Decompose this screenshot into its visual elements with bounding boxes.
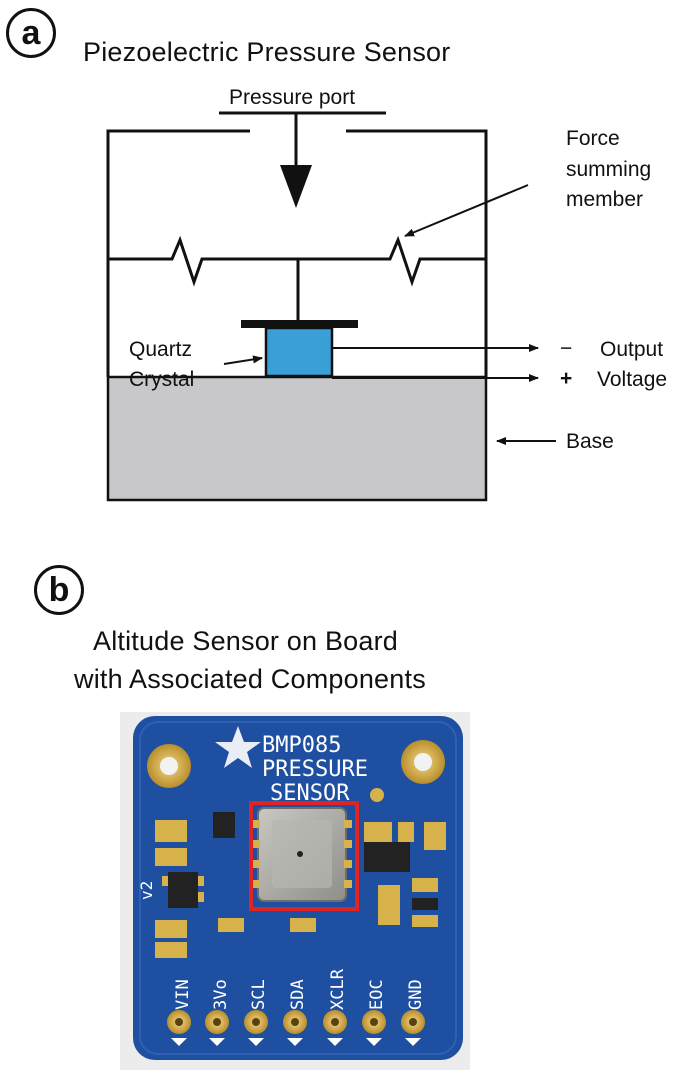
panel-a-badge: a [6, 8, 56, 58]
force-summing-label-2: summing [566, 158, 652, 181]
quartz-pointer [223, 355, 263, 365]
board-name-line1: BMP085 [262, 733, 341, 758]
pin-gnd: GND [401, 979, 426, 1046]
sensor-base [106, 375, 488, 502]
quartz-label-1: Quartz [129, 338, 193, 361]
force-summing-label-1: Force [566, 127, 620, 150]
crystal-top-plate [241, 320, 358, 328]
pin-vin: VIN [167, 979, 193, 1046]
panel-b-badge: b [34, 565, 84, 615]
sensor-housing [106, 129, 488, 377]
pin-scl: SCL [244, 979, 269, 1046]
pressure-sensor-diagram [106, 111, 556, 502]
voltage-label: Voltage [597, 368, 668, 391]
pin-label-eoc: EOC [367, 979, 387, 1010]
quartz-label-2: Crystal [129, 368, 195, 391]
pin-label-scl: SCL [249, 979, 269, 1010]
pin-eoc: EOC [362, 979, 387, 1046]
board-name-line2: PRESSURE [262, 757, 368, 782]
output-negative-sign: − [560, 337, 573, 360]
pin-label-xclr: XCLR [328, 968, 348, 1010]
panel-b-badge-letter: b [48, 571, 70, 609]
pin-sda: SDA [283, 979, 308, 1046]
quartz-crystal [264, 326, 334, 378]
force-summing-label-3: member [566, 188, 644, 211]
panel-b-title-line1: Altitude Sensor on Board [93, 626, 398, 656]
pressure-arrow-head [280, 165, 312, 208]
pin-label-vin: VIN [173, 979, 193, 1010]
sensor-highlight-box [249, 801, 359, 911]
output-label: Output [600, 338, 664, 361]
pin-label-sda: SDA [288, 979, 308, 1010]
panel-a-badge-letter: a [21, 14, 41, 52]
force-summing-member [108, 235, 486, 287]
pin-label-gnd: GND [406, 979, 426, 1010]
panel-a-title: Piezoelectric Pressure Sensor [83, 37, 451, 67]
pressure-port-label: Pressure port [229, 86, 356, 109]
board-version: v2 [137, 881, 156, 900]
panel-b-title-line2: with Associated Components [74, 664, 426, 694]
star-logo [215, 726, 261, 768]
output-positive-sign: + [560, 367, 573, 390]
pin-label-3vo: 3Vo [211, 979, 231, 1010]
base-label: Base [566, 430, 614, 453]
pin-header: VIN 3Vo SCL SDA XCLR EOC [167, 968, 426, 1046]
pin-3vo: 3Vo [205, 979, 231, 1046]
pin-xclr: XCLR [323, 968, 348, 1046]
force-summing-pointer [404, 184, 529, 237]
